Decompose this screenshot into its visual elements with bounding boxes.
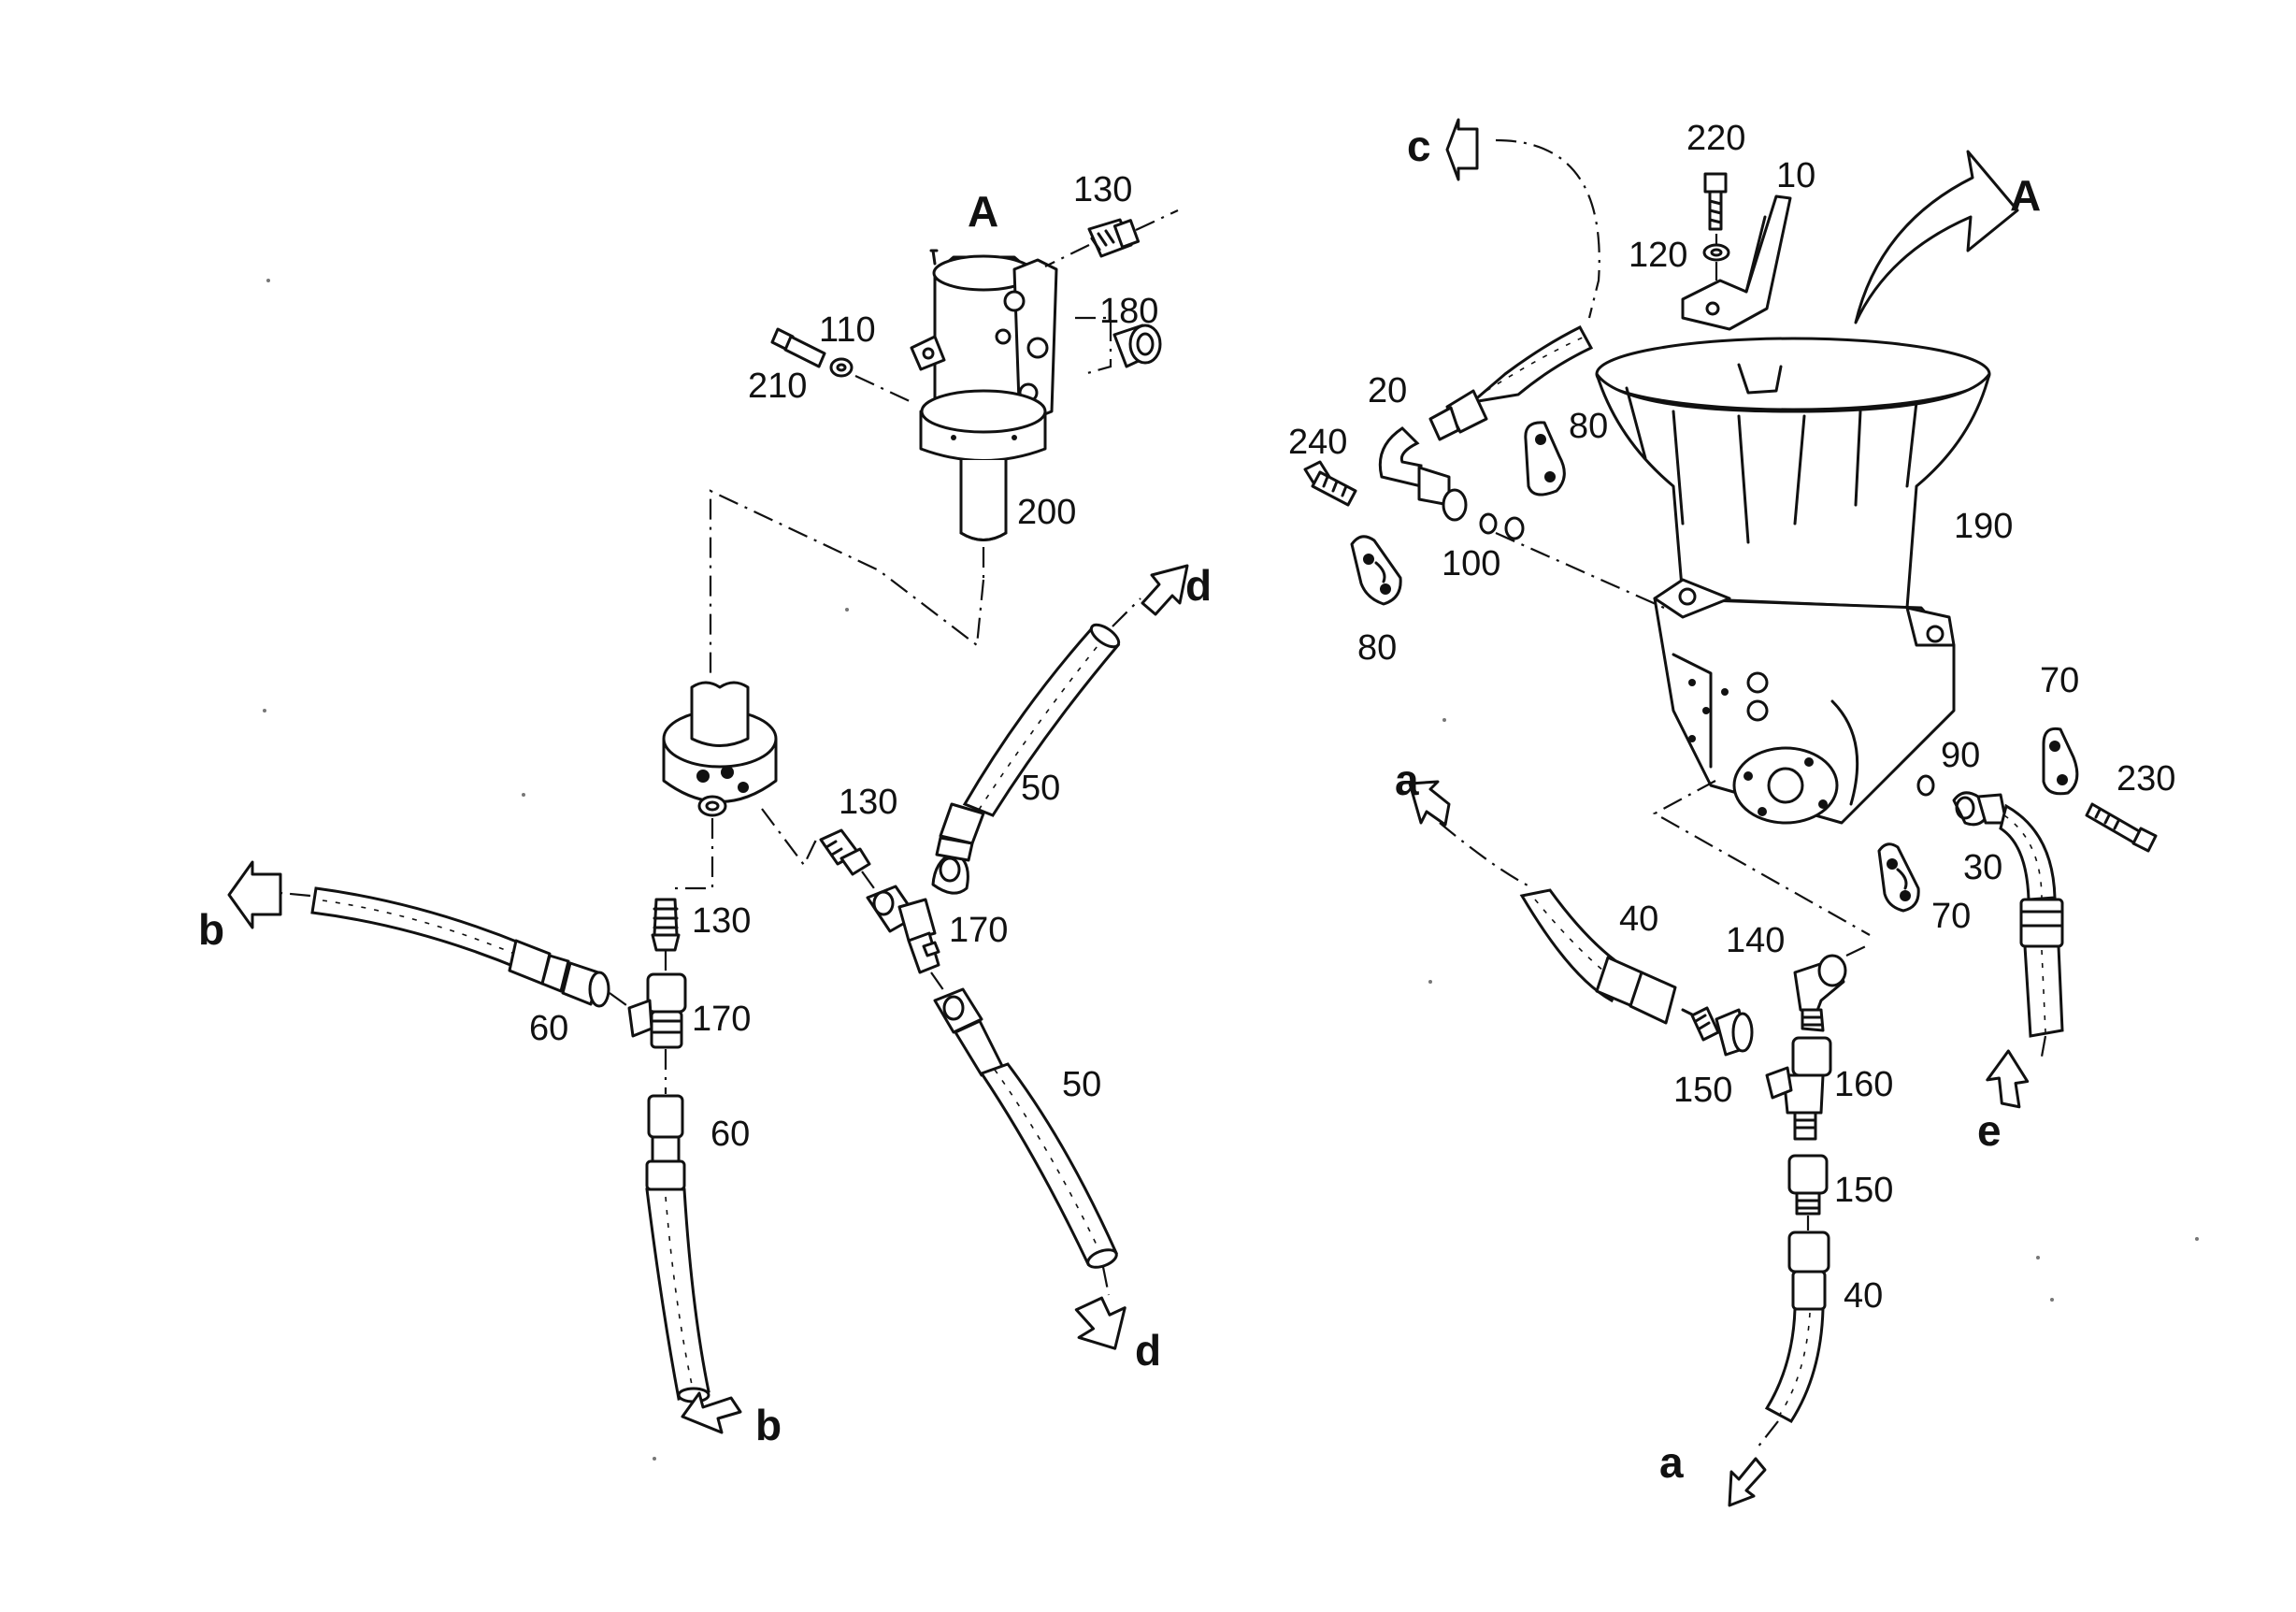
connection-label-d-bottom: d [1135,1326,1161,1375]
connection-label-a-left: a [1395,756,1419,804]
part-label-80-b: 80 [1357,628,1397,668]
arrow-d-bottom [1074,1296,1126,1350]
part-label-210: 210 [748,367,807,406]
tee-160-drawing [1765,1036,1832,1141]
bolt-210-drawing [770,327,912,403]
part-label-160: 160 [1834,1065,1893,1104]
arrow-a-bottom [1728,1457,1767,1507]
arrow-d-top [1141,564,1189,616]
distributor-block-drawing [662,681,840,890]
hose-40-upper-drawing [1439,822,1703,1025]
plug-180-drawing [1075,316,1162,376]
view-arrow-a [1854,150,2019,324]
part-label-200: 200 [1017,493,1076,532]
hose-50-lower-drawing [930,972,1119,1296]
oring-100-drawing [1504,516,1525,540]
part-label-230: 230 [2117,759,2175,799]
bolt-230-drawing [2085,802,2158,853]
part-label-40-a: 40 [1619,900,1658,939]
arrow-b-left [227,860,282,929]
part-label-50-a: 50 [1021,769,1060,808]
hose-20-drawing [1378,138,1665,610]
part-label-20: 20 [1368,371,1407,410]
part-label-130-top: 130 [1073,170,1132,209]
bracket-10-drawing [1681,172,1792,331]
leader-housing-to-140 [1652,780,1871,936]
part-label-60-a: 60 [529,1009,568,1048]
part-label-110: 110 [819,310,876,350]
hose-60-left-drawing [280,886,627,1008]
clamp-80-lower-drawing [1350,535,1402,606]
housing-190-drawing [1595,337,1991,825]
connection-label-a-bottom: a [1659,1438,1684,1487]
fitting-130-top-drawing [1044,209,1179,267]
part-label-10: 10 [1776,156,1815,195]
elbow-140-drawing [1793,943,1871,1032]
part-label-70-a: 70 [2040,661,2079,700]
part-label-100: 100 [1442,544,1500,583]
part-label-150-b: 150 [1834,1171,1893,1210]
part-label-170-left: 170 [692,1000,751,1039]
part-label-120: 120 [1629,236,1687,275]
arrow-a-left [1408,780,1451,827]
oring-90-drawing [1916,774,1935,797]
clamp-70-upper-drawing [2042,727,2079,796]
leader-valve-to-distributor [709,489,985,673]
part-label-60-b: 60 [710,1115,750,1154]
view-label-a-left: A [968,187,998,236]
part-label-40-b: 40 [1844,1276,1883,1316]
hose-40-lower-drawing [1757,1216,1830,1448]
valve-200-drawing [910,249,1058,580]
fitting-130-left-drawing [651,898,681,972]
clamp-70-lower-drawing [1877,842,1920,913]
view-label-a-right: A [2010,171,2041,220]
fitting-130-mid-drawing [819,828,875,889]
tee-170-left-drawing [627,972,687,1049]
connection-label-e-bottom: e [1977,1106,2002,1155]
connection-label-b-bottom: b [755,1401,782,1449]
part-label-170-mid: 170 [949,911,1008,950]
clamp-80-upper-drawing [1524,421,1566,497]
connection-label-b-left: b [198,905,224,954]
arrow-c-top [1445,118,1479,181]
bolt-240-drawing [1303,460,1357,507]
part-label-190: 190 [1954,507,2013,546]
connection-label-c-top: c [1407,122,1431,170]
part-label-140: 140 [1726,921,1785,960]
part-label-130-mid: 130 [839,783,897,822]
scan-specks [263,279,2199,1461]
part-label-70-b: 70 [1931,897,1971,936]
arrow-b-bottom [681,1391,742,1434]
part-label-80-a: 80 [1569,407,1608,446]
hose-30-drawing [1952,791,2064,1058]
tee-170-mid-drawing [866,885,940,974]
part-label-130-left: 130 [692,901,751,941]
arrow-e-bottom [1986,1049,2030,1109]
fitting-150-upper-drawing [1690,1006,1754,1057]
part-label-50-b: 50 [1062,1065,1101,1104]
hose-50-upper-drawing [931,597,1141,895]
hose-60-bottom-drawing [645,1049,710,1427]
connection-label-d-top: d [1185,561,1212,610]
part-label-30: 30 [1963,848,2002,887]
fitting-150-lower-drawing [1787,1154,1829,1216]
part-label-90: 90 [1941,736,1980,775]
part-label-220: 220 [1686,119,1745,158]
part-label-180: 180 [1099,292,1158,331]
part-label-240: 240 [1288,423,1347,462]
part-label-150-a: 150 [1673,1071,1732,1110]
